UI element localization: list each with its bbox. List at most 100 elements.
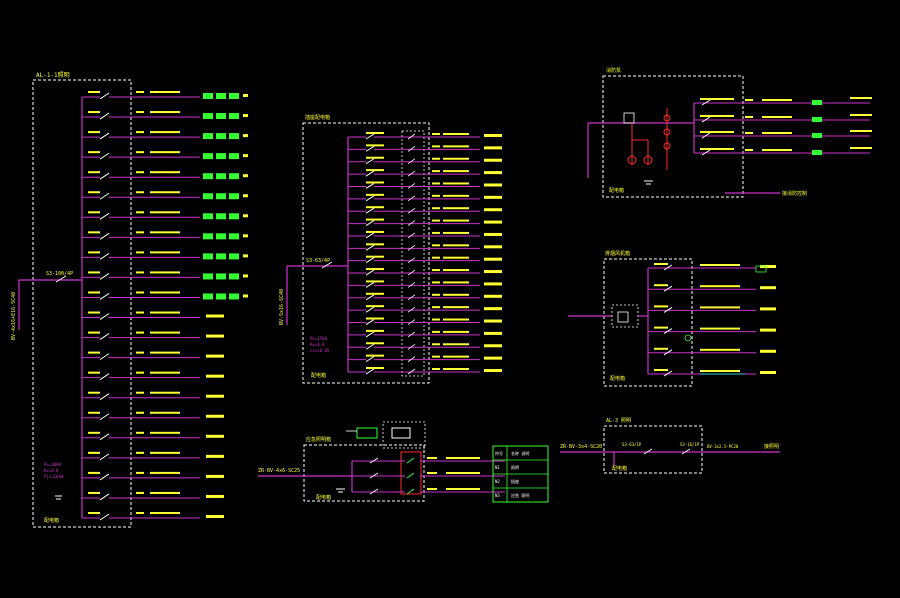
circuit-number-tag xyxy=(745,132,753,134)
circuit-number-tag xyxy=(432,318,440,321)
circuit-breaker-icon xyxy=(365,257,375,264)
legend-cell: 应急 照明 xyxy=(511,492,529,498)
circuit-load-tag xyxy=(484,270,502,274)
circuit-cable-tag xyxy=(150,431,180,434)
circuit-breaker-icon xyxy=(701,149,711,156)
circuit-load-tag xyxy=(243,194,248,198)
circuit-cable-tag xyxy=(150,91,180,93)
circuit-cable-tag xyxy=(443,244,469,247)
circuit-cable-tag xyxy=(762,116,792,118)
circuit-cable-tag xyxy=(700,264,740,266)
mid-top-panel-border xyxy=(302,122,430,384)
circuit-cable-tag xyxy=(150,171,180,174)
circuit-cable-tag xyxy=(150,151,180,154)
circuit-number-tag xyxy=(136,311,144,314)
circuit-breaker-tag xyxy=(88,211,100,214)
left-main-breaker xyxy=(55,275,67,283)
circuit-breaker-tag xyxy=(88,91,100,93)
circuit-number-tag xyxy=(432,231,440,234)
luminaire-icon xyxy=(216,133,226,140)
circuit-load-tag xyxy=(850,147,872,149)
mid-bottom-relay xyxy=(391,427,411,439)
luminaire-icon xyxy=(203,213,213,220)
circuit-cable-tag xyxy=(150,111,180,114)
circuit-load-tag xyxy=(484,134,502,137)
circuit-number-tag xyxy=(432,194,440,197)
luminaire-icon xyxy=(216,213,226,220)
circuit-cable-tag xyxy=(150,311,180,314)
mid-top-panel-footer: 配电箱 xyxy=(311,372,326,379)
circuit-breaker-tag xyxy=(88,151,100,154)
rcd-switch-icon xyxy=(407,257,416,264)
circuit-number-tag xyxy=(432,244,440,247)
luminaire-icon xyxy=(203,93,213,99)
circuit-cable-tag xyxy=(150,211,180,214)
rcd-switch-icon xyxy=(407,294,416,301)
luminaire-icon xyxy=(216,233,226,240)
mid-bottom-panel-border xyxy=(303,444,425,502)
circuit-breaker-tag xyxy=(88,291,100,294)
circuit-cable-tag xyxy=(150,411,180,414)
circuit-number-tag xyxy=(136,451,144,454)
circuit-breaker-icon xyxy=(365,220,375,227)
circuit-number-tag xyxy=(432,157,440,160)
circuit-breaker-icon xyxy=(99,112,110,120)
circuit-cable-tag xyxy=(443,145,469,148)
circuit-breaker-icon xyxy=(99,132,110,140)
rcd-switch-icon xyxy=(407,331,416,338)
circuit-breaker-tag xyxy=(654,263,668,265)
circuit-cable-tag xyxy=(443,269,469,272)
circuit-breaker-icon xyxy=(99,373,110,381)
left-panel-note-line: Pjs=16kW xyxy=(44,474,64,479)
circuit-breaker-icon xyxy=(99,333,110,340)
mid-top-panel: 插座配电箱 BV-5x16-SC40 S3-63/4P Pe=15kW Kx=0… xyxy=(279,114,502,384)
circuit-cable-tag xyxy=(150,512,180,514)
circuit-breaker-tag xyxy=(366,230,384,233)
circuit-number-tag xyxy=(136,431,144,434)
rcd-switch-icon xyxy=(407,220,416,226)
circuit-breaker-icon xyxy=(99,192,110,200)
luminaire-icon xyxy=(203,293,213,300)
luminaire-icon xyxy=(229,133,239,140)
load-device-icon xyxy=(812,150,822,155)
right-bottom-panel: AL-3 照明 ZR-BV-3x4-SC20 S3-63/1P S3-16/1P… xyxy=(560,418,780,474)
right-bottom-outgoing-label: 接照明 xyxy=(764,443,779,450)
luminaire-icon xyxy=(203,113,213,120)
legend-table: 符号 名称 说明 N1 照明 N2 插座 N3 应急 照明 xyxy=(492,445,549,503)
circuit-cable-tag xyxy=(150,451,180,454)
circuit-cable-tag xyxy=(443,157,469,160)
rcd-switch-icon xyxy=(407,232,416,239)
luminaire-icon xyxy=(229,193,239,200)
circuit-breaker-tag xyxy=(88,231,100,234)
circuit-breaker-icon xyxy=(365,368,375,375)
mid-top-panel-title: 插座配电箱 xyxy=(305,114,330,121)
circuit-cable-tag xyxy=(762,149,792,151)
circuit-breaker-icon xyxy=(99,252,110,260)
left-panel-note-line: Kx=0.8 xyxy=(44,468,59,473)
circuit-load-tag xyxy=(484,208,502,212)
circuit-breaker-icon xyxy=(369,457,379,464)
circuit-breaker-icon xyxy=(99,212,110,220)
circuit-cable-tag xyxy=(446,488,480,490)
circuit-breaker-icon xyxy=(365,158,375,165)
circuit-load-tag xyxy=(206,354,224,358)
mid-top-main-breaker xyxy=(321,261,333,269)
circuit-breaker-tag xyxy=(654,326,668,329)
circuit-number-tag xyxy=(432,306,440,309)
right-mid-panel-footer: 配电箱 xyxy=(610,375,625,382)
circuit-breaker-tag xyxy=(654,369,668,371)
legend-cell: 插座 xyxy=(511,478,519,484)
right-bottom-cable-label: BV-3x2.5-PC20 xyxy=(707,444,739,449)
circuit-breaker-icon xyxy=(365,183,375,189)
luminaire-icon xyxy=(216,93,226,99)
circuit-breaker-icon xyxy=(365,306,375,313)
circuit-breaker-tag xyxy=(366,144,384,147)
circuit-number-tag xyxy=(136,111,144,114)
circuit-load-tag xyxy=(243,214,248,218)
circuit-breaker-icon xyxy=(701,99,711,106)
circuit-breaker-tag xyxy=(654,347,668,350)
circuit-cable-tag xyxy=(443,207,469,210)
luminaire-icon xyxy=(216,193,226,200)
rcd-switch-icon xyxy=(407,244,416,251)
mid-bottom-contactor xyxy=(356,427,378,439)
